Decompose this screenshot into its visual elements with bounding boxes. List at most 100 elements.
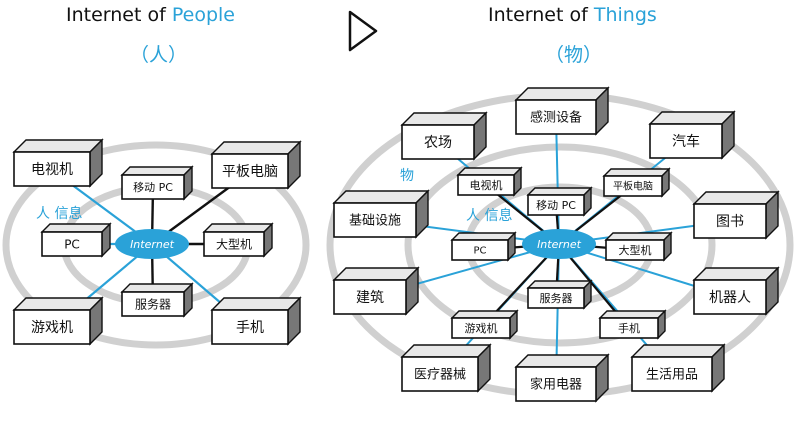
node-server-inner: 服务器: [526, 279, 593, 310]
node-car: 汽车: [648, 110, 736, 160]
box-top: [604, 232, 673, 241]
node-server: 服务器: [120, 282, 194, 318]
box-top: [332, 267, 420, 281]
node-tv: 电视机: [12, 138, 104, 188]
box-front: [211, 309, 289, 345]
box-label: 汽车: [672, 133, 700, 150]
node-mainframe-inner: 大型机: [604, 231, 673, 262]
box-label: 图书: [716, 214, 744, 230]
box-front: [693, 203, 767, 239]
box-top: [400, 344, 492, 358]
box-front: [41, 231, 103, 257]
hub-label: Internet: [537, 238, 582, 251]
box-front: [121, 174, 185, 200]
box-front: [333, 202, 417, 238]
node-book: 图书: [692, 190, 780, 240]
node-robot: 机器人: [692, 266, 780, 316]
box-front: [203, 231, 265, 257]
node-tablet: 平板电脑: [210, 140, 302, 190]
box-top: [598, 310, 667, 319]
box-top: [630, 344, 726, 358]
node-pc-inner: PC: [450, 231, 517, 262]
box-front: [527, 194, 585, 216]
box-front: [515, 366, 597, 402]
box-top: [514, 354, 610, 368]
box-label: 移动 PC: [133, 181, 173, 194]
box-top: [12, 139, 104, 153]
box-front: [13, 151, 91, 187]
box-label: 感测设备: [530, 110, 582, 126]
box-front: [451, 317, 511, 339]
right-title-prefix: Internet of: [488, 4, 594, 26]
node-mobile-pc-inner: 移动 PC: [526, 186, 593, 217]
node-phone-inner: 手机: [598, 309, 667, 340]
left-title-prefix: Internet of: [66, 4, 172, 26]
node-daily-goods: 生活用品: [630, 343, 726, 393]
node-game-console-inner: 游戏机: [450, 309, 519, 340]
node-mobile-pc: 移动 PC: [120, 165, 194, 201]
box-label: 家用电器: [530, 377, 582, 393]
box-top: [692, 267, 780, 281]
right-title-accent: Things: [593, 4, 657, 26]
box-top: [450, 232, 517, 241]
box-top: [602, 168, 671, 177]
box-front: [631, 356, 713, 392]
box-top: [40, 223, 112, 233]
box-label: 服务器: [540, 292, 573, 305]
box-label: 移动 PC: [536, 199, 576, 212]
box-front: [527, 287, 585, 309]
arrow-right-icon: [348, 10, 378, 52]
box-top: [210, 141, 302, 155]
box-front: [13, 309, 91, 345]
box-front: [401, 124, 475, 160]
node-infrastructure: 基础设施: [332, 189, 430, 239]
box-front: [693, 279, 767, 315]
right-side-label-thing: 物: [400, 168, 414, 184]
node-sensor-device: 感测设备: [514, 86, 610, 136]
node-farm: 农场: [400, 111, 488, 161]
box-top: [12, 297, 104, 311]
box-label: 机器人: [709, 290, 751, 306]
node-phone: 手机: [210, 296, 302, 346]
box-front: [457, 174, 515, 196]
box-label: PC: [473, 246, 486, 257]
box-top: [202, 223, 274, 233]
box-label: 平板电脑: [222, 164, 278, 180]
box-top: [514, 87, 610, 101]
node-tablet-inner: 平板电脑: [602, 167, 671, 198]
left-hub: Internet: [115, 229, 189, 259]
box-label: 大型机: [216, 237, 252, 251]
box-front: [603, 175, 663, 197]
box-front: [401, 356, 479, 392]
hub-ellipse: [522, 229, 596, 259]
box-label: 游戏机: [465, 321, 498, 335]
node-home-appliance: 家用电器: [514, 353, 610, 403]
box-front: [605, 239, 665, 261]
right-hub: Internet: [522, 229, 596, 259]
box-top: [332, 190, 430, 204]
box-top: [692, 191, 780, 205]
box-front: [121, 291, 185, 317]
box-label: 大型机: [619, 243, 652, 257]
box-label: 电视机: [470, 178, 503, 192]
box-top: [648, 111, 736, 125]
node-mainframe: 大型机: [202, 222, 274, 258]
box-label: 游戏机: [31, 320, 73, 336]
box-front: [515, 99, 597, 135]
box-label: 平板电脑: [613, 180, 653, 193]
right-side-label-people: 人 信息: [466, 207, 512, 224]
left-title-accent: People: [171, 4, 235, 26]
box-label: 农场: [424, 135, 452, 151]
hub-label: Internet: [130, 238, 175, 251]
box-label: 医疗器械: [414, 368, 466, 383]
right-title: Internet of Things: [488, 4, 657, 26]
left-side-label: 人 信息: [36, 205, 82, 222]
box-label: 基础设施: [349, 214, 401, 229]
box-top: [120, 166, 194, 176]
node-medical-device: 医疗器械: [400, 343, 492, 393]
node-game-console: 游戏机: [12, 296, 104, 346]
node-building: 建筑: [332, 266, 420, 316]
hub-ellipse: [115, 229, 189, 259]
